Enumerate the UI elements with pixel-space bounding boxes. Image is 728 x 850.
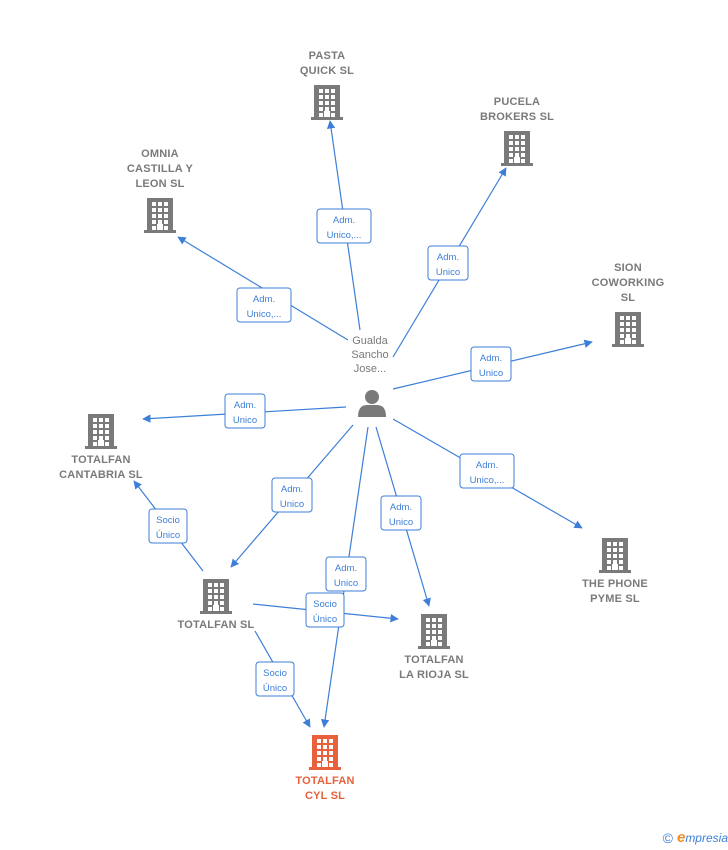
edge-label-box	[224, 393, 266, 429]
company-label: LA RIOJA SL	[399, 669, 469, 681]
company-label: CASTILLA Y	[127, 163, 194, 175]
nodes-layer: PASTA QUICK SL PUCELA BROKERS SL OMNIA CASTIL…	[59, 50, 664, 802]
company-label: SION	[614, 262, 642, 274]
brand-initial: e	[676, 829, 686, 846]
edge-label-text: Unico	[479, 368, 503, 379]
edge-label-person-to-pucela[interactable]: Adm. Unico	[427, 245, 469, 281]
edge-label-text: Unico	[280, 499, 304, 510]
edge-label-text: Unico,...	[327, 230, 362, 241]
company-label: QUICK SL	[300, 65, 354, 77]
company-label: CANTABRIA SL	[59, 469, 143, 481]
company-node-omnia[interactable]: OMNIA CASTILLA Y LEON SL	[127, 148, 194, 233]
building-icon[interactable]	[599, 538, 631, 573]
edge-label-text: Socio	[263, 668, 287, 679]
company-label: CYL SL	[305, 790, 345, 802]
company-label: TOTALFAN	[404, 654, 463, 666]
company-node-pucela[interactable]: PUCELA BROKERS SL	[480, 96, 554, 166]
edge-label-text: Unico	[436, 267, 460, 278]
brand-name: mpresia	[685, 830, 728, 845]
edge-label-box	[236, 287, 292, 323]
person-node[interactable]: GualdaSanchoJose...	[351, 335, 389, 417]
company-label: PYME SL	[590, 593, 640, 605]
edge-label-box	[148, 508, 188, 544]
building-icon[interactable]	[309, 735, 341, 770]
company-node-cantabria[interactable]: TOTALFAN CANTABRIA SL	[59, 414, 143, 481]
edge-label-text: Único	[156, 530, 180, 541]
company-node-sion[interactable]: SION COWORKING SL	[592, 262, 665, 347]
edge-label-text: Único	[263, 683, 287, 694]
edge-label-person-to-cantabria[interactable]: Adm. Unico	[224, 393, 266, 429]
edge-label-text: Unico,...	[470, 475, 505, 486]
building-icon[interactable]	[85, 414, 117, 449]
edge-label-box	[316, 208, 372, 244]
company-label: TOTALFAN	[295, 775, 354, 787]
edge-label-person-to-cyl[interactable]: Adm. Unico	[325, 556, 367, 592]
edge-label-box	[470, 346, 512, 382]
building-icon[interactable]	[501, 131, 533, 166]
edge-label-box	[305, 592, 345, 628]
company-label: THE PHONE	[582, 578, 648, 590]
company-node-pasta[interactable]: PASTA QUICK SL	[300, 50, 354, 120]
company-label: LEON SL	[135, 178, 184, 190]
edge-label-text: Único	[313, 614, 337, 625]
edge-label-box	[255, 661, 295, 697]
person-icon	[358, 390, 386, 417]
copyright-icon: ©	[662, 829, 673, 846]
edge-label-text: Adm.	[476, 460, 498, 471]
edge-label-text: Unico	[334, 578, 358, 589]
edge-label-box	[380, 495, 422, 531]
edge-label-person-to-totalfan[interactable]: Adm. Unico	[271, 477, 313, 513]
company-node-cyl[interactable]: TOTALFAN CYL SL	[295, 735, 354, 802]
person-label: Sancho	[351, 349, 388, 361]
edge-label-text: Socio	[313, 599, 337, 610]
edge-label-person-to-pasta[interactable]: Adm. Unico,...	[316, 208, 372, 244]
edge-label-person-to-sion[interactable]: Adm. Unico	[470, 346, 512, 382]
company-label: COWORKING	[592, 277, 665, 289]
building-icon[interactable]	[612, 312, 644, 347]
edge-label-box	[427, 245, 469, 281]
company-label: PASTA	[309, 50, 346, 62]
edge-label-text: Socio	[156, 515, 180, 526]
building-icon[interactable]	[418, 614, 450, 649]
company-label: SL	[621, 292, 636, 304]
brand-footer[interactable]: © e mpresia	[663, 829, 728, 846]
building-icon[interactable]	[200, 579, 232, 614]
edge-label-text: Unico,...	[247, 309, 282, 320]
edge-label-person-to-omnia[interactable]: Adm. Unico,...	[236, 287, 292, 323]
edge-label-text: Adm.	[281, 484, 303, 495]
company-label: OMNIA	[141, 148, 179, 160]
edge-label-box	[271, 477, 313, 513]
company-label: BROKERS SL	[480, 111, 554, 123]
edge-label-text: Unico	[233, 415, 257, 426]
edge-label-person-to-rioja[interactable]: Adm. Unico	[380, 495, 422, 531]
edge-label-text: Adm.	[335, 563, 357, 574]
company-node-totalfan[interactable]: TOTALFAN SL	[178, 579, 255, 631]
edge-label-text: Adm.	[333, 215, 355, 226]
person-label: Jose...	[354, 363, 386, 375]
edge-label-text: Adm.	[390, 502, 412, 513]
company-node-rioja[interactable]: TOTALFAN LA RIOJA SL	[399, 614, 469, 681]
edge-label-text: Adm.	[253, 294, 275, 305]
edge-label-text: Adm.	[437, 252, 459, 263]
edge-label-person-to-phone[interactable]: Adm. Unico,...	[459, 453, 515, 489]
company-label: TOTALFAN SL	[178, 619, 255, 631]
edge-label-box	[459, 453, 515, 489]
company-label: TOTALFAN	[71, 454, 130, 466]
edge-labels-layer: Adm.Unico,...Adm.UnicoAdm.Unico,...Adm.U…	[148, 208, 515, 697]
building-icon[interactable]	[144, 198, 176, 233]
edge-label-text: Unico	[389, 517, 413, 528]
building-icon[interactable]	[311, 85, 343, 120]
edge-label-box	[325, 556, 367, 592]
edge-label-text: Adm.	[234, 400, 256, 411]
company-label: PUCELA	[494, 96, 540, 108]
edge-label-text: Adm.	[480, 353, 502, 364]
person-label: Gualda	[352, 335, 388, 347]
company-node-phone[interactable]: THE PHONE PYME SL	[582, 538, 648, 605]
